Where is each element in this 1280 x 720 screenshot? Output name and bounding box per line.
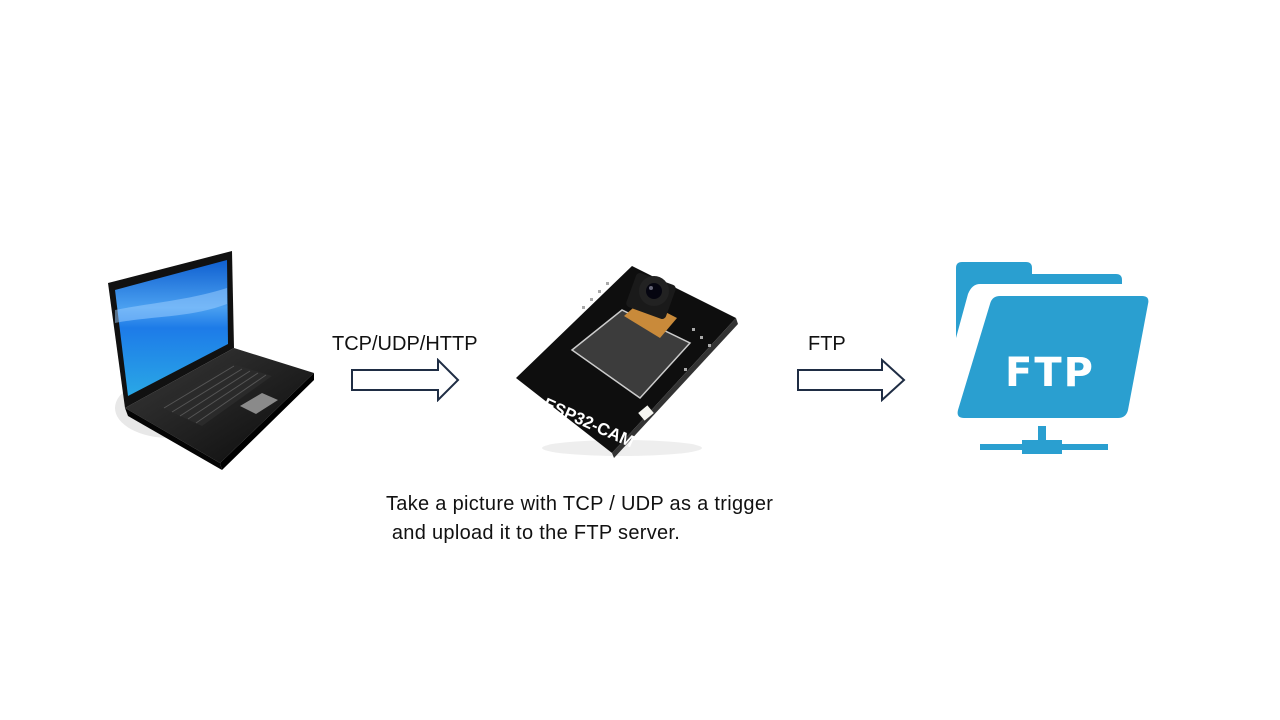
- right-arrow-icon: [351, 357, 460, 403]
- ftp-folder-icon: FTP: [956, 262, 1149, 454]
- folder-ftp-text: FTP: [1005, 350, 1095, 396]
- ftp-server-node: FTP: [950, 258, 1155, 463]
- laptop-icon: [108, 251, 314, 470]
- arrow-laptop-to-esp32: [350, 357, 462, 403]
- esp32-cam-board-icon: ESP32-CAM: [516, 266, 738, 458]
- laptop-node: [100, 248, 320, 473]
- esp32-cam-node: ESP32-CAM: [512, 258, 740, 458]
- edge-label-ftp: FTP: [808, 333, 846, 355]
- edge-label-tcp-udp-http: TCP/UDP/HTTP: [332, 333, 478, 355]
- right-arrow-icon: [797, 357, 906, 403]
- arrow-esp32-to-ftp: [796, 357, 908, 403]
- caption-line-1: Take a picture with TCP / UDP as a trigg…: [386, 493, 774, 515]
- caption-line-2: and upload it to the FTP server.: [386, 522, 681, 544]
